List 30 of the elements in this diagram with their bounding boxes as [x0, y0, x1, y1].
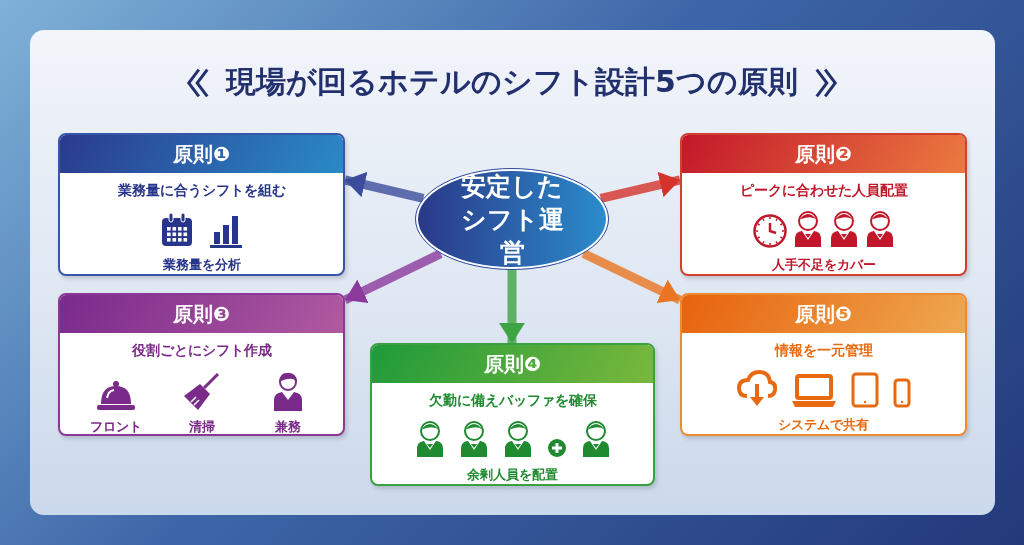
title: 現場が回るホテルのシフト設計5つの原則	[226, 63, 798, 101]
arrow	[581, 249, 682, 305]
card-subtitle: 業務量に合うシフトを組む	[116, 182, 287, 200]
card-heading: 原則❺	[682, 295, 965, 333]
ellipse-label: 安定したシフト運営	[459, 170, 565, 269]
card-heading: 原則❷	[682, 135, 965, 173]
card-caption: 人手不足をカバー	[770, 256, 877, 274]
arrow	[499, 270, 525, 343]
principle-card	[680, 293, 967, 436]
arrow	[343, 171, 425, 203]
arrow	[599, 171, 682, 203]
ellipse-node	[415, 168, 609, 270]
card-subtitle: ピークに合わせた人員配置	[738, 182, 909, 200]
card-subtitle: 情報を一元管理	[773, 342, 874, 360]
card-subtitle: 欠勤に備えバッファを確保	[427, 392, 598, 410]
principle-card	[58, 133, 345, 276]
card-caption: 業務量を分析	[161, 256, 242, 274]
icon-caption: 清掃	[188, 418, 215, 434]
card-caption: システムで共有	[777, 416, 870, 434]
principle-card	[58, 293, 345, 436]
icon-caption: 兼務	[274, 418, 301, 434]
card-heading: 原則❶	[60, 135, 343, 173]
card-caption: 余剰人員を配置	[466, 466, 559, 484]
card-heading: 原則❹	[372, 345, 653, 383]
card-heading: 原則❸	[60, 295, 343, 333]
principle-card	[680, 133, 967, 276]
principle-card	[370, 343, 655, 486]
icon-caption: フロント	[89, 418, 142, 434]
card-subtitle: 役割ごとにシフト作成	[130, 342, 273, 360]
arrow	[343, 249, 443, 305]
